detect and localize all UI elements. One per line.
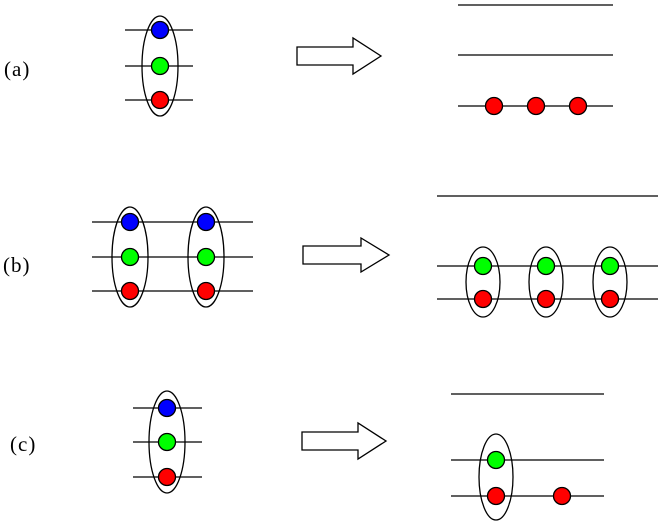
- panel-a-before: [125, 15, 193, 117]
- panel-label-a: (a): [4, 57, 31, 81]
- blue-particle: [157, 398, 177, 418]
- blue-particle: [196, 212, 216, 232]
- arrow-right-icon: [296, 36, 383, 76]
- blue-particle: [150, 20, 170, 40]
- blue-particle: [120, 212, 140, 232]
- panel-c-before: [133, 390, 202, 494]
- green-particle: [473, 256, 493, 276]
- red-particle: [473, 289, 493, 309]
- green-particle: [157, 432, 177, 452]
- green-particle: [196, 247, 216, 267]
- green-particle: [536, 256, 556, 276]
- red-particle: [536, 289, 556, 309]
- panel-b-before: [92, 206, 253, 308]
- group-ellipse: [187, 206, 225, 308]
- green-particle: [486, 450, 506, 470]
- red-particle: [568, 96, 588, 116]
- red-particle: [552, 486, 572, 506]
- red-particle: [157, 467, 177, 487]
- panel-label-c: (c): [10, 432, 37, 456]
- panel-a-after: [458, 4, 613, 116]
- group-ellipse: [465, 246, 501, 318]
- panel-label-b: (b): [3, 253, 31, 277]
- group-ellipse: [141, 15, 179, 117]
- red-particle: [526, 96, 546, 116]
- arrow-right-icon: [302, 236, 391, 274]
- red-particle: [484, 96, 504, 116]
- red-particle: [486, 486, 506, 506]
- group-ellipse: [111, 206, 149, 308]
- group-ellipse: [148, 390, 186, 494]
- green-particle: [120, 247, 140, 267]
- red-particle: [196, 281, 216, 301]
- panel-b-after: [437, 195, 658, 318]
- green-particle: [150, 56, 170, 76]
- panel-c-after: [451, 393, 604, 521]
- group-ellipse: [478, 433, 514, 521]
- group-ellipse: [592, 246, 628, 318]
- green-particle: [600, 256, 620, 276]
- red-particle: [120, 281, 140, 301]
- red-particle: [600, 289, 620, 309]
- group-ellipse: [528, 246, 564, 318]
- arrow-right-icon: [301, 421, 388, 461]
- red-particle: [150, 90, 170, 110]
